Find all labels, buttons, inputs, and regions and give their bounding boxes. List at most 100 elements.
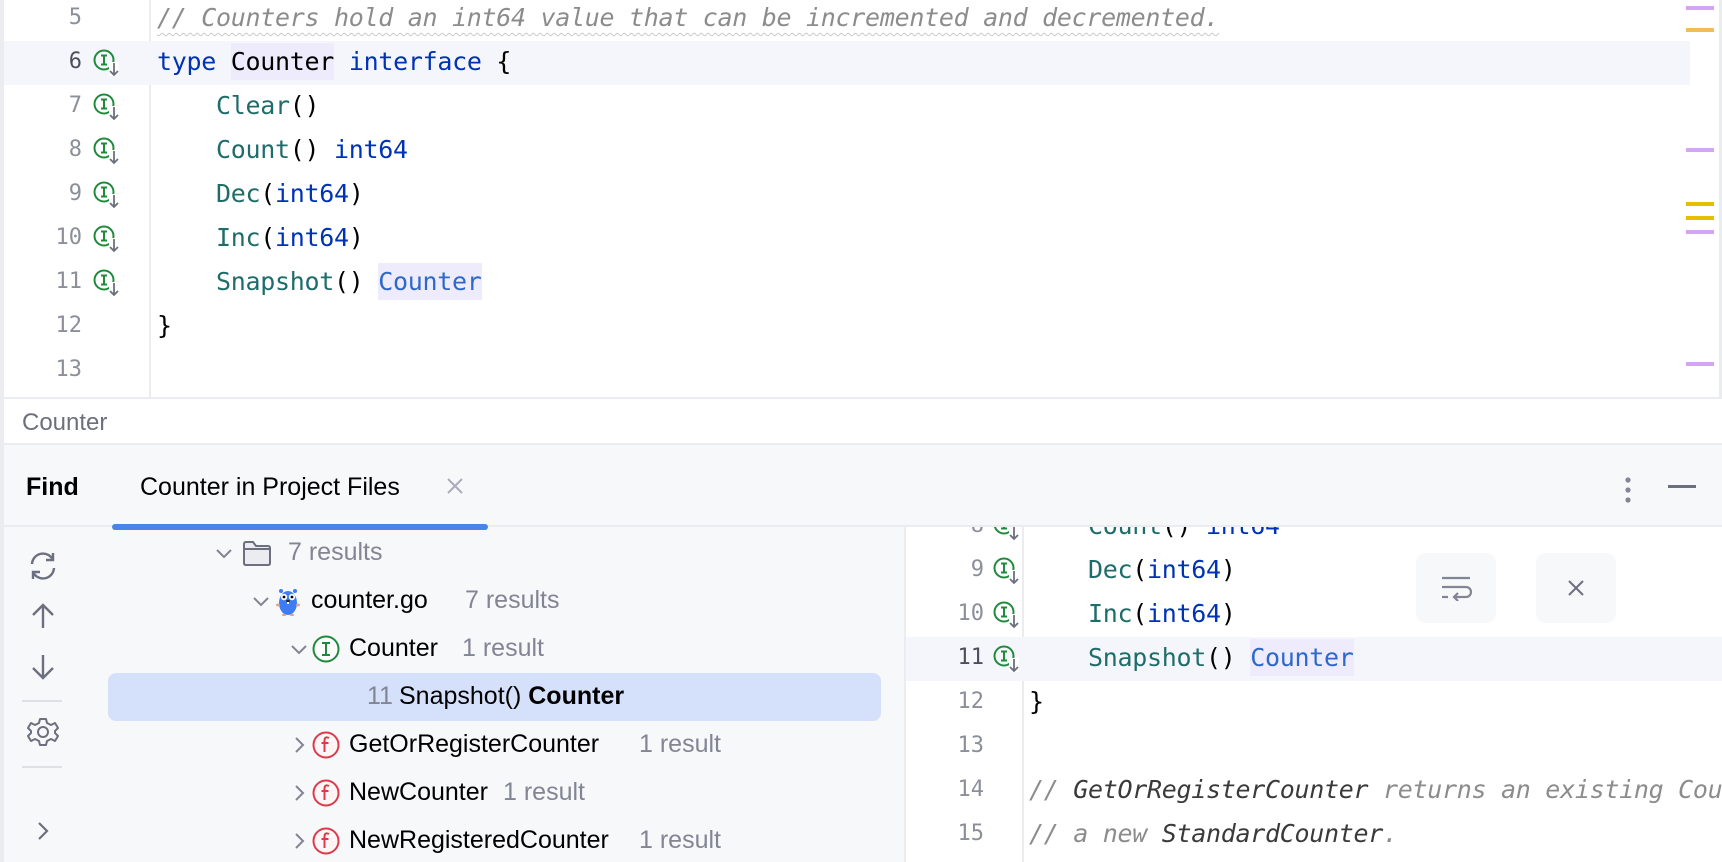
line-number: 8 — [926, 527, 984, 538]
line-number: 13 — [957, 733, 985, 758]
interface-icon — [312, 635, 340, 663]
scroll-marker[interactable] — [1686, 6, 1714, 10]
line-number: 12 — [957, 689, 985, 714]
chevron-down-icon[interactable] — [287, 637, 311, 661]
code-text: Count() int64 — [216, 135, 408, 164]
implemented-method-icon[interactable] — [92, 136, 122, 166]
code-line[interactable]: 15 // a new StandardCounter. — [906, 813, 1722, 857]
result-count: 7 results — [465, 586, 560, 614]
editor-gutter — [4, 0, 151, 397]
chevron-right-icon[interactable] — [287, 829, 311, 853]
next-occurrence-button[interactable] — [22, 646, 64, 688]
code-line[interactable]: 12} — [906, 681, 1722, 725]
chevron-right-icon[interactable] — [287, 733, 311, 757]
chevron-right-icon — [38, 822, 49, 840]
result-count: 1 result — [639, 730, 721, 758]
code-text: } — [157, 311, 172, 340]
line-number: 8 — [68, 137, 82, 162]
rerun-button[interactable] — [22, 545, 64, 587]
node-name: NewRegisteredCounter — [349, 826, 609, 854]
settings-button[interactable] — [22, 711, 64, 753]
function-icon — [312, 827, 340, 855]
tab-counter-in-project-files[interactable]: Counter in Project Files — [112, 445, 488, 530]
find-title: Find — [26, 473, 79, 501]
code-line[interactable]: 13 — [906, 725, 1722, 769]
code-line[interactable]: 9 Dec(int64) — [4, 173, 1690, 217]
implemented-method-icon[interactable] — [992, 644, 1022, 674]
code-text: // a new StandardCounter. — [1029, 819, 1398, 848]
minimize-icon[interactable] — [1668, 485, 1696, 488]
code-text: Snapshot() Counter — [1029, 639, 1354, 676]
code-line[interactable]: 11 Snapshot() Counter — [906, 637, 1722, 681]
expand-toolbar-button[interactable] — [22, 810, 64, 852]
implemented-method-icon[interactable] — [992, 556, 1022, 586]
implemented-method-icon[interactable] — [92, 224, 122, 254]
code-text: type Counter interface { — [157, 43, 511, 80]
result-count: 1 result — [503, 778, 585, 806]
implemented-interface-icon[interactable] — [92, 48, 122, 78]
code-line[interactable]: 10 Inc(int64) — [4, 217, 1690, 261]
scroll-marker[interactable] — [1686, 28, 1714, 32]
code-line[interactable]: 8 Count() int64 — [4, 129, 1690, 173]
arrow-down-icon — [32, 655, 54, 680]
code-line[interactable]: 8 Count() int64 — [906, 527, 1722, 549]
code-text: Clear() — [216, 91, 320, 120]
arrow-up-icon — [32, 603, 54, 628]
chevron-right-icon[interactable] — [287, 781, 311, 805]
code-text: Count() int64 — [1029, 527, 1280, 540]
code-text: Inc(int64) — [216, 223, 364, 252]
scroll-marker[interactable] — [1686, 202, 1714, 206]
match-highlight: Counter — [528, 682, 625, 710]
scroll-marker[interactable] — [1686, 230, 1714, 234]
scroll-marker[interactable] — [1686, 362, 1714, 366]
tree-node[interactable]: 7 results — [81, 529, 881, 577]
tab-label: Counter in Project Files — [140, 473, 400, 501]
code-line[interactable]: 12} — [4, 305, 1690, 349]
close-preview-button[interactable] — [1536, 553, 1616, 623]
previous-occurrence-button[interactable] — [22, 595, 64, 637]
implemented-method-icon[interactable] — [92, 268, 122, 298]
implemented-method-icon[interactable] — [92, 92, 122, 122]
code-line[interactable]: 5// Counters hold an int64 value that ca… — [4, 0, 1690, 41]
gear-icon — [27, 718, 59, 746]
chevron-down-icon[interactable] — [249, 589, 273, 613]
line-number: 10 — [55, 225, 83, 250]
code-editor[interactable]: 5// Counters hold an int64 value that ca… — [0, 0, 1722, 397]
code-line[interactable]: 13 — [4, 349, 1690, 393]
code-line[interactable]: 11 Snapshot() Counter — [4, 261, 1690, 305]
code-line[interactable]: 9 Dec(int64) — [906, 549, 1722, 593]
line-number: 5 — [68, 5, 82, 30]
code-line[interactable]: 14// GetOrRegisterCounter returns an exi… — [906, 769, 1722, 813]
line-number: 15 — [957, 821, 985, 846]
chevron-down-icon[interactable] — [212, 541, 236, 565]
close-tab-icon[interactable] — [444, 475, 466, 497]
result-count: 7 results — [288, 538, 383, 566]
find-header: Find Counter in Project Files — [4, 445, 1722, 530]
more-options-icon[interactable] — [1618, 475, 1638, 505]
toolbar-separator — [22, 700, 62, 702]
code-line[interactable]: 10 Inc(int64) — [906, 593, 1722, 637]
breadcrumb-item[interactable]: Counter — [22, 409, 108, 436]
scroll-marker[interactable] — [1686, 216, 1714, 220]
scroll-marker[interactable] — [1686, 148, 1714, 152]
go-file-icon — [276, 589, 300, 616]
code-text: // GetOrRegisterCounter returns an exist… — [1029, 775, 1722, 804]
soft-wrap-icon — [1442, 576, 1472, 601]
line-number: 13 — [55, 357, 83, 382]
implemented-method-icon[interactable] — [992, 600, 1022, 630]
implemented-method-icon[interactable] — [992, 527, 1022, 542]
code-line[interactable]: 7 Clear() — [4, 85, 1690, 129]
soft-wrap-button[interactable] — [1416, 553, 1496, 623]
line-number: 11 — [957, 645, 985, 670]
line-number: 11 — [55, 269, 83, 294]
implemented-method-icon[interactable] — [92, 180, 122, 210]
